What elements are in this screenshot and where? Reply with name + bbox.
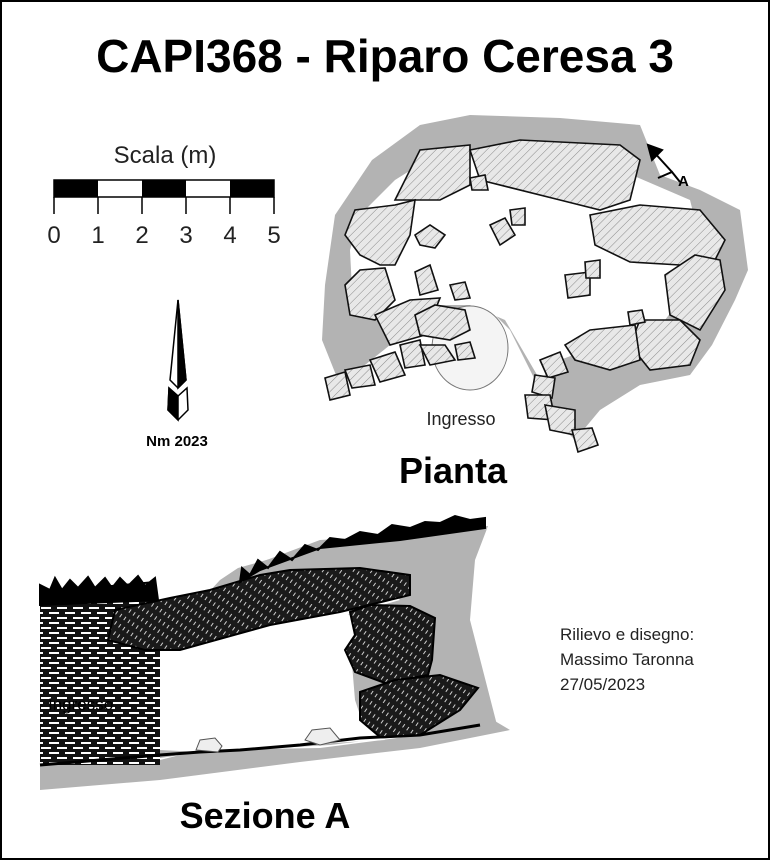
scale-bar: Scala (m) 0 1 2 3 4 5 [47,142,280,249]
map-title: CAPI368 - Riparo Ceresa 3 [96,30,674,82]
credits: Rilievo e disegno: Massimo Taronna 27/05… [560,625,694,694]
floor-boulders [195,727,341,753]
credits-author: Massimo Taronna [560,650,694,669]
scale-label: Scala (m) [114,142,217,169]
section-entrance-label: Ingresso [48,695,113,714]
scale-tick-label: 4 [223,222,236,249]
grass [39,514,486,607]
section-marker-label: A [678,173,689,190]
dark-rocks [106,566,480,739]
scale-tick-label: 5 [267,222,280,249]
plan-view: A Ingresso Pianta [322,115,748,491]
plan-title: Pianta [399,450,508,491]
north-arrow-icon [167,299,189,422]
boulders [324,139,726,454]
scale-tick-label: 1 [91,222,104,249]
scale-segment [142,180,186,197]
scale-tick-label: 2 [135,222,148,249]
credits-line: Rilievo e disegno: [560,625,694,644]
scale-segment [54,180,98,197]
north-label: Nm 2023 [146,433,208,450]
scale-tick-label: 0 [47,222,60,249]
scale-segment [230,180,274,197]
section-view: Ingresso Sezione A [39,514,510,836]
scale-tick-label: 3 [179,222,192,249]
plan-entrance-label: Ingresso [426,409,495,429]
section-title: Sezione A [180,795,351,836]
section-marker-icon [646,143,681,183]
credits-date: 27/05/2023 [560,675,645,694]
